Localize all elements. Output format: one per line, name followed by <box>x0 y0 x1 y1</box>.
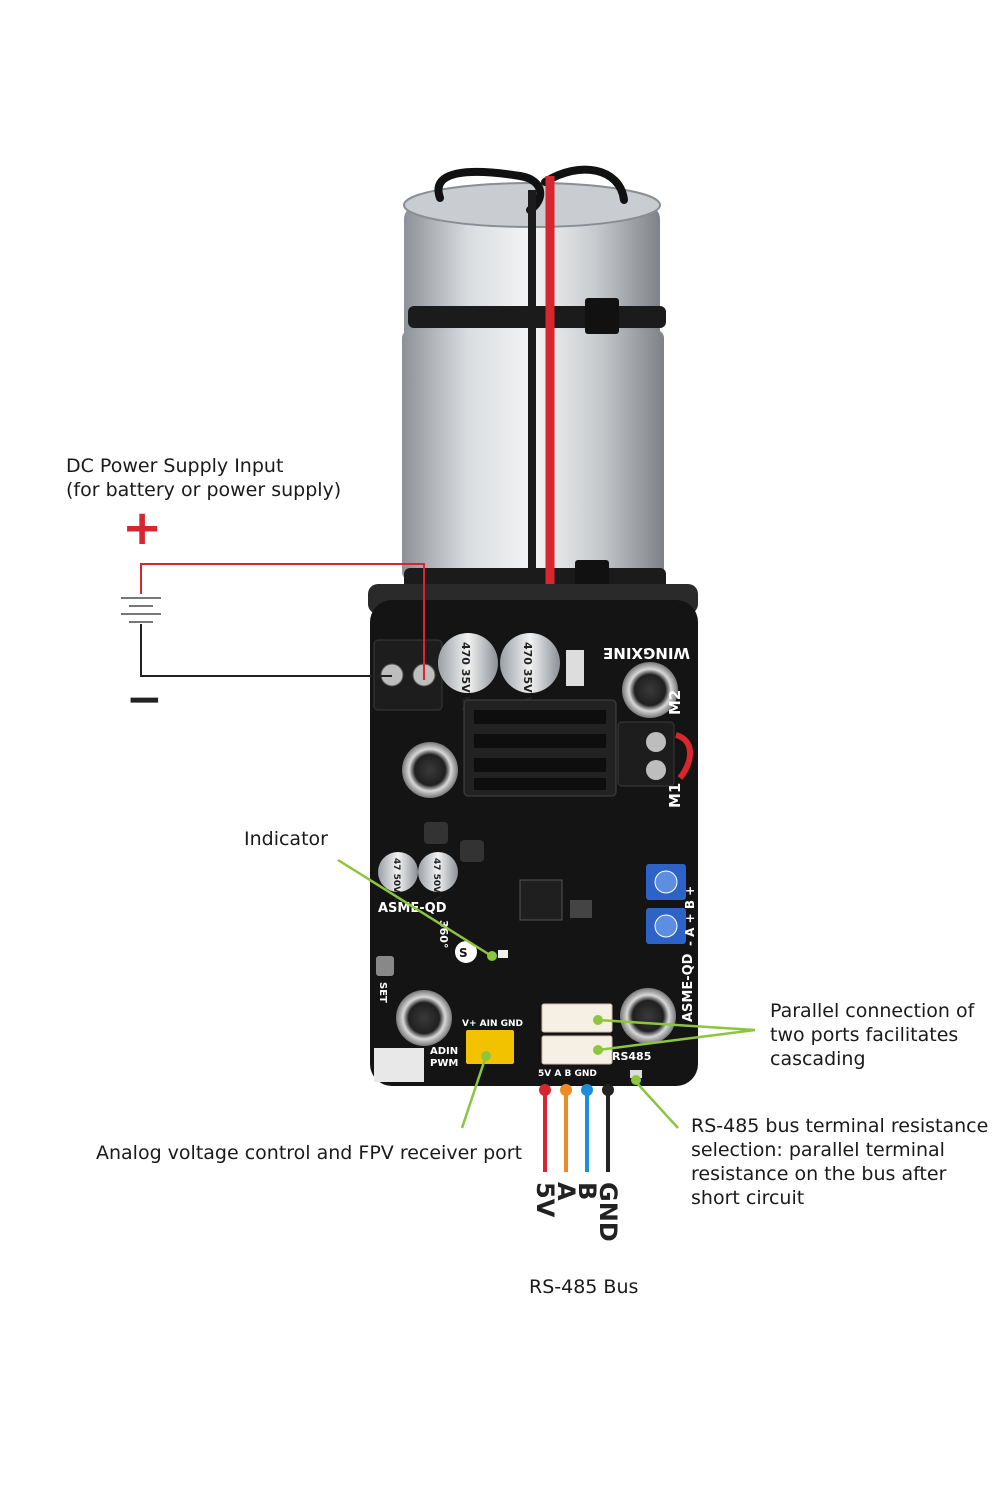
svg-text:47 50V VT: 47 50V VT <box>431 858 441 910</box>
callout-indicator-line <box>337 858 491 957</box>
svg-text:ASME-QD: ASME-QD <box>378 901 447 916</box>
svg-text:ADIN: ADIN <box>430 1046 458 1057</box>
parallel-line3: cascading <box>770 1048 866 1070</box>
wire-dot-a <box>560 1084 572 1096</box>
wire-dot-5v <box>539 1084 551 1096</box>
screw-top-right <box>622 662 678 718</box>
callout-parallel-line-2 <box>597 1028 756 1052</box>
wire-label-a: A <box>552 1182 580 1201</box>
parallel-line1: Parallel connection of <box>770 1000 975 1022</box>
callout-analog-line <box>460 1055 488 1129</box>
port-1 <box>541 1003 613 1033</box>
wire-label-gnd: GND <box>594 1182 622 1242</box>
svg-text:PWM: PWM <box>430 1058 458 1069</box>
svg-text:M2: M2 <box>666 690 684 715</box>
svg-text:ASME-QD: ASME-QD <box>681 953 696 1022</box>
wire-dot-gnd <box>602 1084 614 1096</box>
wire-label-5v: 5V <box>531 1182 559 1218</box>
rs485-bus-label: RS-485 Bus <box>529 1276 639 1298</box>
brand-text: WINGXINE <box>603 644 690 662</box>
parallel-label: Parallel connection of two ports facilit… <box>770 999 974 1071</box>
rs485-term-label: RS-485 bus terminal resistance selection… <box>691 1114 988 1210</box>
rs485-term-line1: RS-485 bus terminal resistance <box>691 1115 989 1137</box>
svg-text:470 35V VT: 470 35V VT <box>459 642 472 713</box>
power-input-line1: DC Power Supply Input <box>66 455 284 477</box>
wire-dot-b <box>581 1084 593 1096</box>
rs485-term-line4: short circuit <box>691 1187 805 1209</box>
svg-text:S: S <box>459 946 468 960</box>
power-input-label: DC Power Supply Input (for battery or po… <box>66 454 341 502</box>
rs485-term-line2: selection: parallel terminal <box>691 1139 945 1161</box>
callouts <box>337 858 756 1129</box>
screw-bottom-left <box>396 990 452 1046</box>
rs485-term-line3: resistance on the bus after <box>691 1163 947 1185</box>
cable-tie-top <box>408 306 666 328</box>
capacitor-1 <box>438 633 498 693</box>
svg-text:470 35V VT: 470 35V VT <box>521 642 534 713</box>
driver-board: 470 35V VT 470 35V VT WINGXINE M2 M1 47 … <box>370 600 698 1086</box>
minus-sign: − <box>126 674 163 725</box>
capacitor-2 <box>500 633 560 693</box>
svg-text:- A + B +: - A + B + <box>683 886 697 946</box>
power-input-line2: (for battery or power supply) <box>66 479 342 501</box>
power-supply-wiring <box>121 563 425 680</box>
indicator-label: Indicator <box>244 828 328 850</box>
screw-mid-left <box>402 742 458 798</box>
callout-parallel-line-1 <box>597 1018 756 1032</box>
indicator-led <box>498 950 508 958</box>
svg-text:RS485: RS485 <box>612 1050 651 1063</box>
analog-label: Analog voltage control and FPV receiver … <box>96 1142 523 1164</box>
rs485-bus-wires <box>539 1084 614 1172</box>
svg-text:5V A B GND: 5V A B GND <box>538 1069 597 1079</box>
screw-bottom-right <box>620 988 676 1044</box>
svg-text:M1: M1 <box>666 783 684 808</box>
svg-text:V+ AIN GND: V+ AIN GND <box>462 1019 523 1029</box>
signal-header <box>466 1030 514 1064</box>
parallel-line2: two ports facilitates <box>770 1024 959 1046</box>
port-2 <box>541 1035 613 1065</box>
wire-label-b: B <box>573 1182 601 1200</box>
callout-rs485-term-line <box>635 1081 679 1129</box>
motor <box>368 165 698 614</box>
svg-text:47 50V VT: 47 50V VT <box>391 858 401 910</box>
plus-sign: + <box>122 500 163 556</box>
svg-text:SET: SET <box>377 982 388 1003</box>
